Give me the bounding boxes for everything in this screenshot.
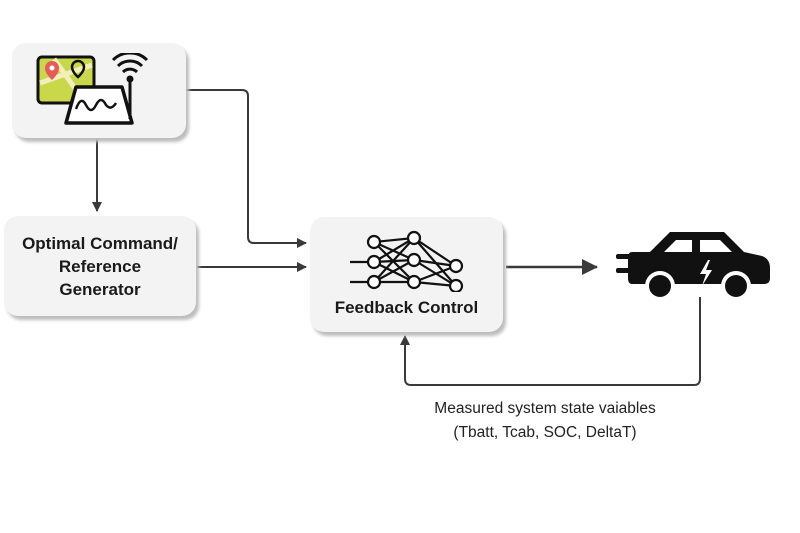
feedback-caption-line2: (Tbatt, Tcab, SOC, DeltaT) xyxy=(453,424,637,441)
arrow-nav-to-controller xyxy=(186,89,307,248)
generator-label-line3: Generator xyxy=(59,279,141,299)
feedback-caption-line1: Measured system state vaiables xyxy=(434,400,656,417)
gps-terrain-icon xyxy=(64,85,134,125)
feedback-control-box: Feedback Control xyxy=(310,217,503,332)
electric-car-icon xyxy=(616,232,770,301)
navigation-icons xyxy=(36,53,149,125)
generator-label-line1: Optimal Command/ xyxy=(22,233,178,253)
optimal-command-generator-box: Optimal Command/ Reference Generator xyxy=(4,216,196,316)
wireless-signal-icon xyxy=(111,53,149,119)
arrow-feedback-loop xyxy=(400,297,701,386)
feedback-control-label: Feedback Control xyxy=(334,298,479,317)
generator-label-line2: Reference xyxy=(58,256,142,276)
navigation-data-box xyxy=(12,43,186,138)
neural-network-icon xyxy=(349,230,463,292)
